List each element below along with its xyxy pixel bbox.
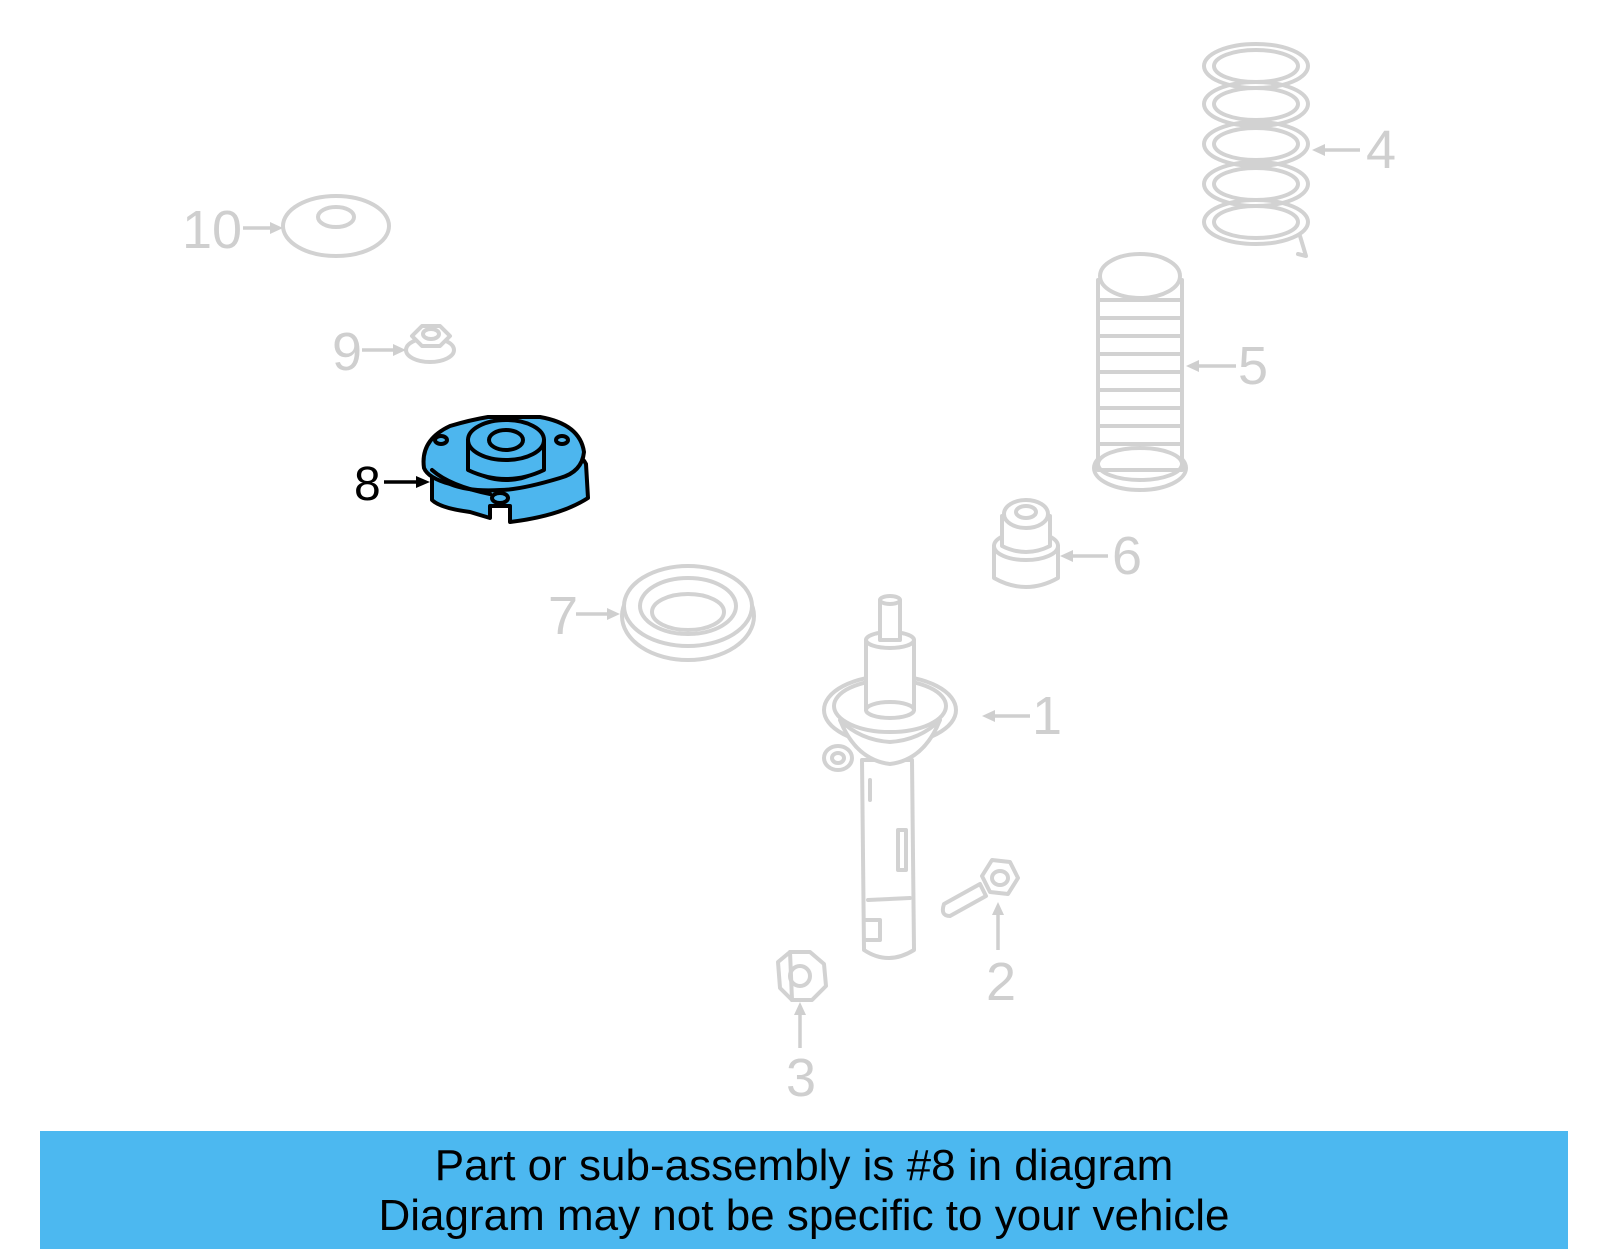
svg-text:1: 1 [1032, 686, 1062, 746]
banner-line-disclaimer: Diagram may not be specific to your vehi… [378, 1191, 1230, 1240]
part-6-bump-stop[interactable] [992, 498, 1060, 589]
callout-7: 7 [548, 586, 620, 646]
part-5-dust-boot[interactable] [1092, 252, 1188, 492]
callout-10: 10 [182, 200, 283, 260]
callout-6: 6 [1060, 526, 1142, 586]
svg-text:7: 7 [548, 586, 578, 646]
part-9-nut[interactable] [404, 324, 456, 364]
svg-text:2: 2 [986, 952, 1016, 1012]
callout-2: 2 [986, 902, 1016, 1012]
banner-line-part-number: Part or sub-assembly is #8 in diagram [434, 1141, 1174, 1190]
callout-8: 8 [354, 458, 430, 511]
part-10-washer[interactable] [281, 194, 391, 258]
part-8-strut-mount[interactable] [421, 415, 590, 524]
svg-text:6: 6 [1112, 526, 1142, 586]
callout-4: 4 [1312, 120, 1396, 180]
part-3-nut[interactable] [776, 950, 828, 1002]
svg-text:8: 8 [354, 458, 381, 511]
svg-text:9: 9 [332, 322, 362, 382]
part-2-bolt[interactable] [940, 858, 1020, 918]
part-1-strut[interactable] [822, 594, 958, 960]
svg-text:10: 10 [182, 200, 242, 260]
callout-9: 9 [332, 322, 406, 382]
svg-text:3: 3 [786, 1048, 816, 1108]
callout-5: 5 [1186, 336, 1268, 396]
svg-text:5: 5 [1238, 336, 1268, 396]
info-banner: Part or sub-assembly is #8 in diagram Di… [40, 1131, 1568, 1249]
callout-3: 3 [786, 1002, 816, 1108]
part-7-bearing[interactable] [620, 564, 756, 662]
svg-text:4: 4 [1366, 120, 1396, 180]
part-4-coil-spring[interactable] [1202, 42, 1310, 258]
callout-1: 1 [982, 686, 1062, 746]
